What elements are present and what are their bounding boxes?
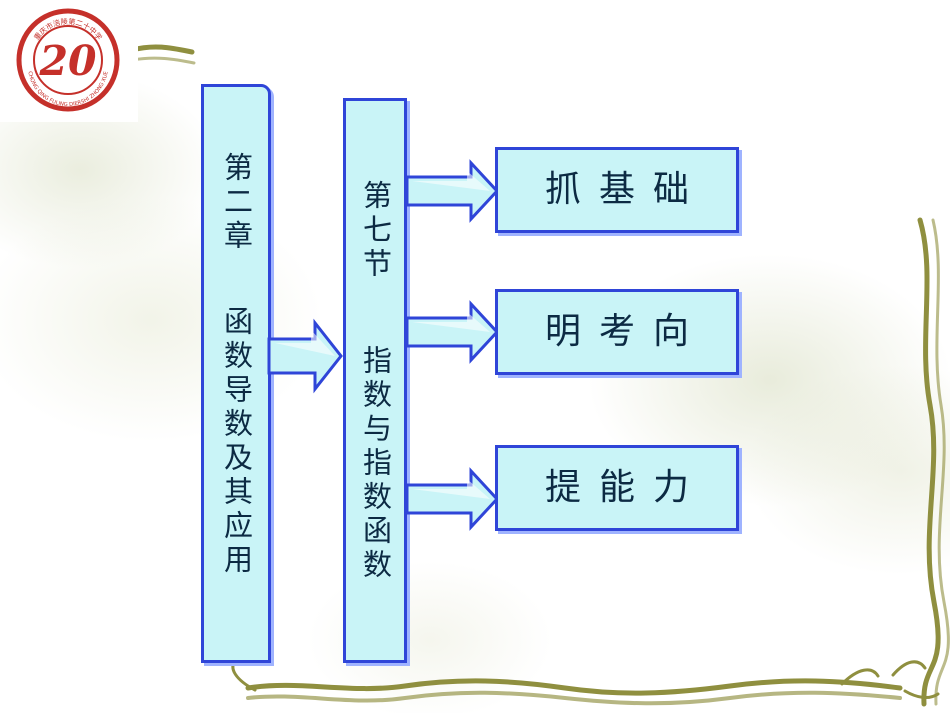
chapter-panel: 第二章 函数导数及其应用 <box>201 84 271 663</box>
chapter-title: 函数导数及其应用 <box>219 306 254 578</box>
arrow-to-zhuajichu-icon <box>405 159 500 223</box>
section-title: 指数与指数函数 <box>358 345 393 583</box>
zhuajichu-label: 抓基础 <box>544 169 707 210</box>
svg-text:20: 20 <box>38 37 97 85</box>
tinengli-button[interactable]: 提能力 <box>495 445 739 531</box>
arrow-to-tinengli-icon <box>405 467 500 531</box>
chapter-heading: 第二章 <box>219 152 254 254</box>
school-emblem-icon: 重庆市涪陵第二十中学 CHONG QING FULING DIERSHI ZHO… <box>16 8 120 112</box>
mingkaoxiang-button[interactable]: 明考向 <box>495 289 739 375</box>
mingkaoxiang-label: 明考向 <box>544 311 707 352</box>
tinengli-label: 提能力 <box>544 467 707 508</box>
arrow-to-mingkaoxiang-icon <box>405 300 500 364</box>
section-heading: 第七节 <box>358 180 393 282</box>
section-panel: 第七节 指数与指数函数 <box>343 98 407 663</box>
school-logo: 重庆市涪陵第二十中学 CHONG QING FULING DIERSHI ZHO… <box>0 0 138 122</box>
chapter-to-section-arrow-icon <box>267 318 343 394</box>
zhuajichu-button[interactable]: 抓基础 <box>495 147 739 233</box>
